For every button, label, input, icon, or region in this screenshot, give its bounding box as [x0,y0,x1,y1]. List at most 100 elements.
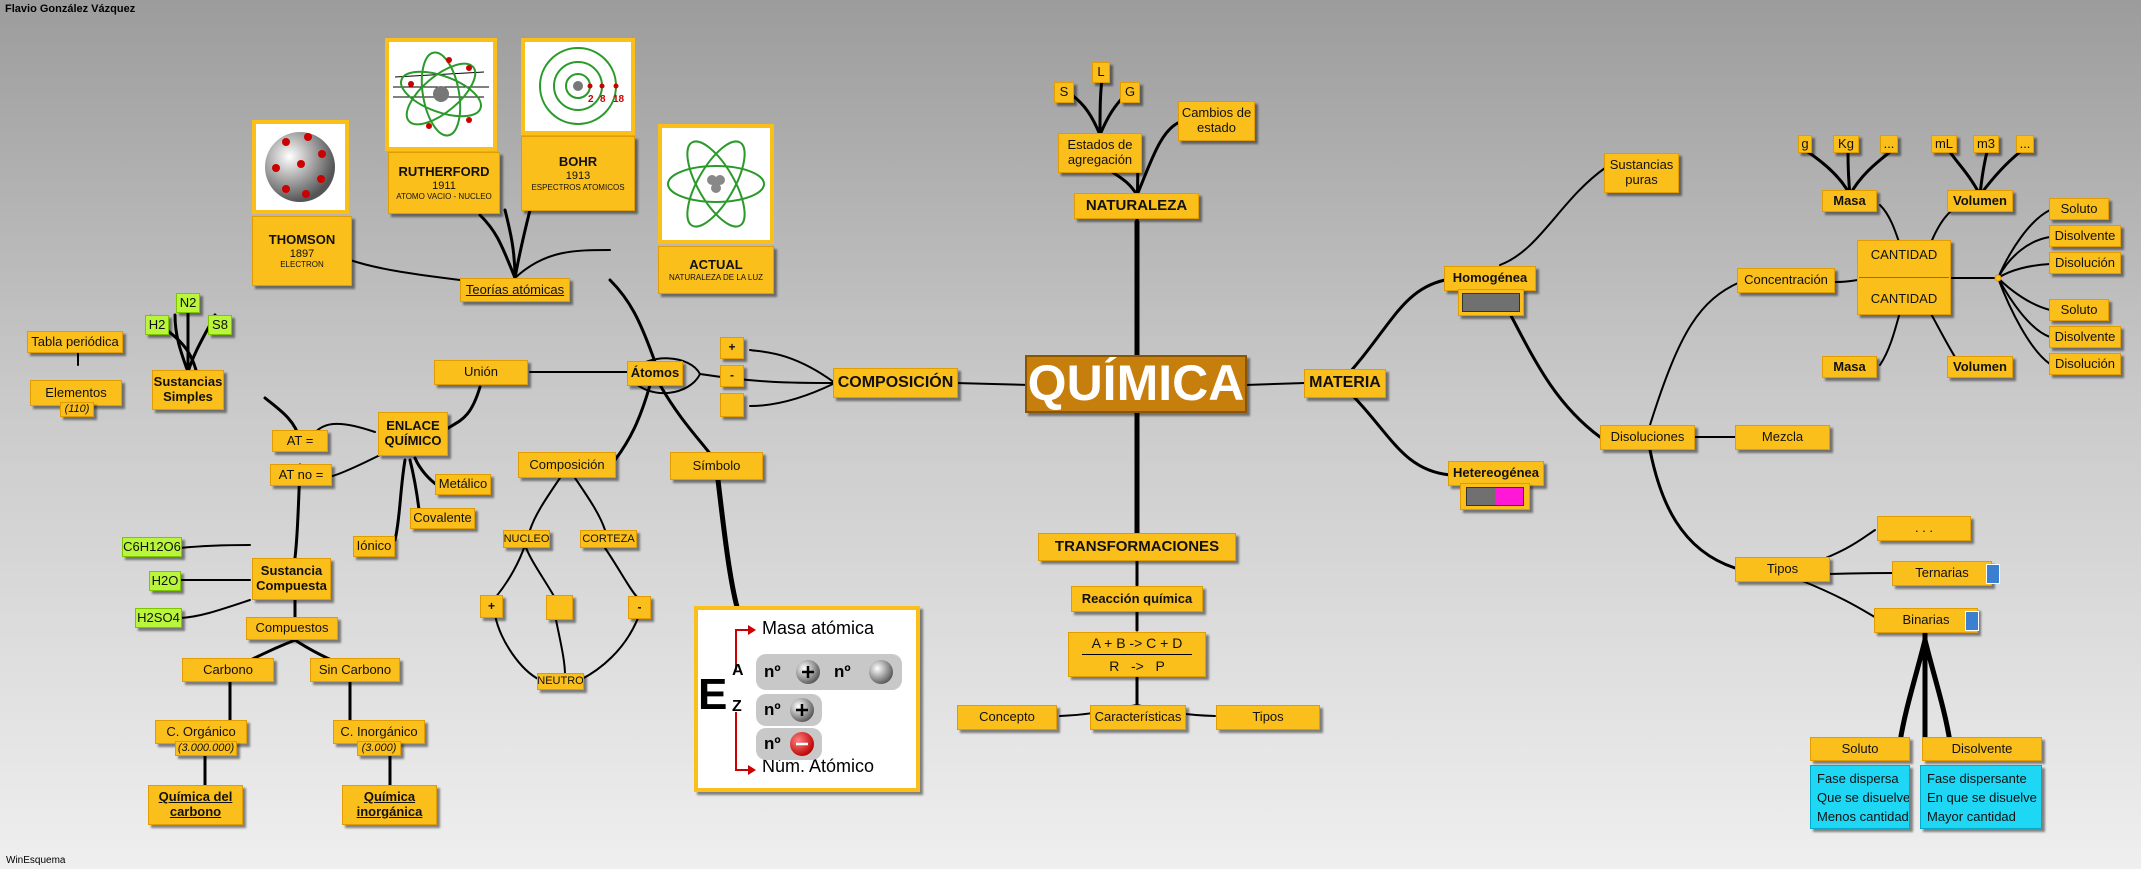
compuestos-node[interactable]: Compuestos [246,617,338,640]
molecule-h2so4-node[interactable]: H2SO4 [135,608,182,628]
corteza-node[interactable]: CORTEZA [580,530,637,548]
molecule-c6h12o6-node[interactable]: C6H12O6 [122,537,182,557]
unit-mass-more-label: ... [1883,135,1895,151]
particle-icons [790,660,893,756]
nucleo-node[interactable]: NUCLEO [503,530,550,548]
cantidad-top: CANTIDAD [1870,247,1938,263]
charge-neutral-node[interactable] [546,595,573,620]
sustancia-compuesta-node[interactable]: Sustancia Compuesta [252,558,331,600]
sign-neutral-node[interactable] [720,393,744,417]
charge-plus-node[interactable]: + [480,595,503,618]
reaction-equation-node[interactable]: A + B -> C + D R -> P [1068,632,1206,677]
sign-plus-node[interactable]: + [720,337,744,359]
molecule-h2-node[interactable]: H2 [145,315,169,335]
at-eq-label: AT = [286,432,314,448]
model-bohr-node[interactable]: BOHR 1913 ESPECTROS ATOMICOS [521,136,635,211]
enlace-title-line-2: QUÍMICO [384,433,442,448]
estados-agregacion-node[interactable]: Estados de agregación [1058,133,1142,173]
cantidad-fraction-node[interactable]: CANTIDAD CANTIDAD [1857,240,1951,315]
masa-bottom-node[interactable]: Masa [1822,356,1877,378]
metalico-node[interactable]: Metálico [435,474,491,495]
concentracion-node[interactable]: Concentración [1737,268,1835,293]
cambios-estado-node[interactable]: Cambios de estado [1178,101,1255,141]
option-soluto-bottom-node[interactable]: Soluto [2049,299,2109,321]
sign-minus-node[interactable]: - [720,365,744,387]
tabla-periodica-node[interactable]: Tabla periódica [27,331,123,353]
reaccion-quimica-node[interactable]: Reacción química [1071,586,1203,612]
at-eq-node[interactable]: AT = [272,430,328,452]
option-disolvente-top-node[interactable]: Disolvente [2049,225,2121,247]
unit-mass-more-node[interactable]: ... [1880,135,1898,153]
composicion-sub-node[interactable]: Composición [518,452,616,478]
state-s-node[interactable]: S [1054,82,1074,103]
tipos-transformaciones-node[interactable]: Tipos [1216,705,1320,730]
elementos-node[interactable]: Elementos [30,380,122,406]
state-g-node[interactable]: G [1120,82,1140,103]
transformaciones-node[interactable]: TRANSFORMACIONES [1038,533,1236,561]
option-disolucion-top-node[interactable]: Disolución [2049,252,2121,274]
sustancias-simples-node[interactable]: Sustancias Simples [152,370,224,410]
quimica-carbono-node[interactable]: Química del carbono [148,785,243,825]
volumen-bottom-node[interactable]: Volumen [1947,356,2013,378]
atomos-node[interactable]: Átomos [627,361,683,386]
union-label: Unión [464,364,498,380]
materia-node[interactable]: MATERIA [1304,369,1386,398]
concepto-node[interactable]: Concepto [957,705,1057,730]
unit-ml-label: mL [1934,135,1954,151]
mezcla-node[interactable]: Mezcla [1735,425,1830,450]
simbolo-node[interactable]: Símbolo [670,452,763,480]
sin-carbono-node[interactable]: Sin Carbono [310,658,400,682]
c-inorganico-count-label: (3.000) [361,742,397,755]
cantidad-bottom: CANTIDAD [1870,291,1938,306]
option-disolvente-bottom-node[interactable]: Disolvente [2049,326,2121,348]
state-l-node[interactable]: L [1092,62,1110,83]
unit-kg-node[interactable]: Kg [1833,135,1859,153]
charge-minus-node[interactable]: - [628,596,651,619]
volumen-top-node[interactable]: Volumen [1947,190,2013,212]
tipos-more-node[interactable]: . . . [1877,516,1971,541]
option-soluto-top-node[interactable]: Soluto [2049,198,2109,220]
disoluciones-node[interactable]: Disoluciones [1600,425,1695,450]
ternarias-node[interactable]: Ternarias [1892,561,1992,586]
enlace-quimico-node[interactable]: ENLACE QUÍMICO [378,412,448,456]
disolvente-node[interactable]: Disolvente [1922,737,2042,761]
quimica-inorganica-node[interactable]: Química inorgánica [342,785,437,825]
unit-g-node[interactable]: g [1798,135,1812,153]
neutro-node[interactable]: NEUTRO [537,673,584,690]
teorias-atomicas-node[interactable]: Teorías atómicas [460,278,570,302]
binarias-expand-icon[interactable] [1965,611,1979,631]
quimica-carbono-line-1: Química del [158,789,233,805]
unit-m3-node[interactable]: m3 [1973,135,1999,153]
soluto-node[interactable]: Soluto [1810,737,1910,761]
molecule-h2o-node[interactable]: H2O [149,571,181,591]
binarias-node[interactable]: Binarias [1874,608,1978,633]
model-bohr-note: ESPECTROS ATOMICOS [531,182,625,192]
model-actual-node[interactable]: ACTUAL NATURALEZA DE LA LUZ [658,246,774,294]
masa-top-node[interactable]: Masa [1822,190,1877,212]
model-rutherford-node[interactable]: RUTHERFORD 1911 ATOMO VACIO - NUCLEO [388,152,500,214]
sustancias-puras-node[interactable]: Sustancias puras [1604,153,1679,193]
at-no-node[interactable]: AT no = [270,464,332,486]
tipos-materia-node[interactable]: Tipos [1735,557,1830,582]
model-thomson-node[interactable]: THOMSON 1897 ELECTRON [252,216,352,286]
unit-ml-node[interactable]: mL [1931,135,1957,153]
ternarias-expand-icon[interactable] [1986,564,2000,584]
carbono-node[interactable]: Carbono [182,658,274,682]
center-node[interactable]: QUÍMICA [1025,355,1247,413]
union-node[interactable]: Unión [434,360,528,385]
ionico-node[interactable]: Iónico [353,536,395,557]
covalente-node[interactable]: Covalente [410,508,475,529]
heterogenea-node[interactable]: Hetereogénea [1448,461,1544,486]
composicion-node[interactable]: COMPOSICIÓN [833,368,958,398]
molecule-s8-node[interactable]: S8 [208,315,232,335]
homogenea-node[interactable]: Homogénea [1444,266,1536,291]
c-organico-node[interactable]: C. Orgánico [155,720,247,744]
caracteristicas-node[interactable]: Características [1090,705,1186,730]
option-disolucion-bottom-node[interactable]: Disolución [2049,353,2121,375]
unit-vol-more-node[interactable]: ... [2016,135,2034,153]
soluto-prop-3: Menos cantidad [1817,808,1909,824]
c-inorganico-node[interactable]: C. Inorgánico [333,720,425,744]
quimica-carbono-line-2: carbono [169,804,222,819]
naturaleza-node[interactable]: NATURALEZA [1074,193,1199,219]
molecule-n2-node[interactable]: N2 [176,293,200,313]
